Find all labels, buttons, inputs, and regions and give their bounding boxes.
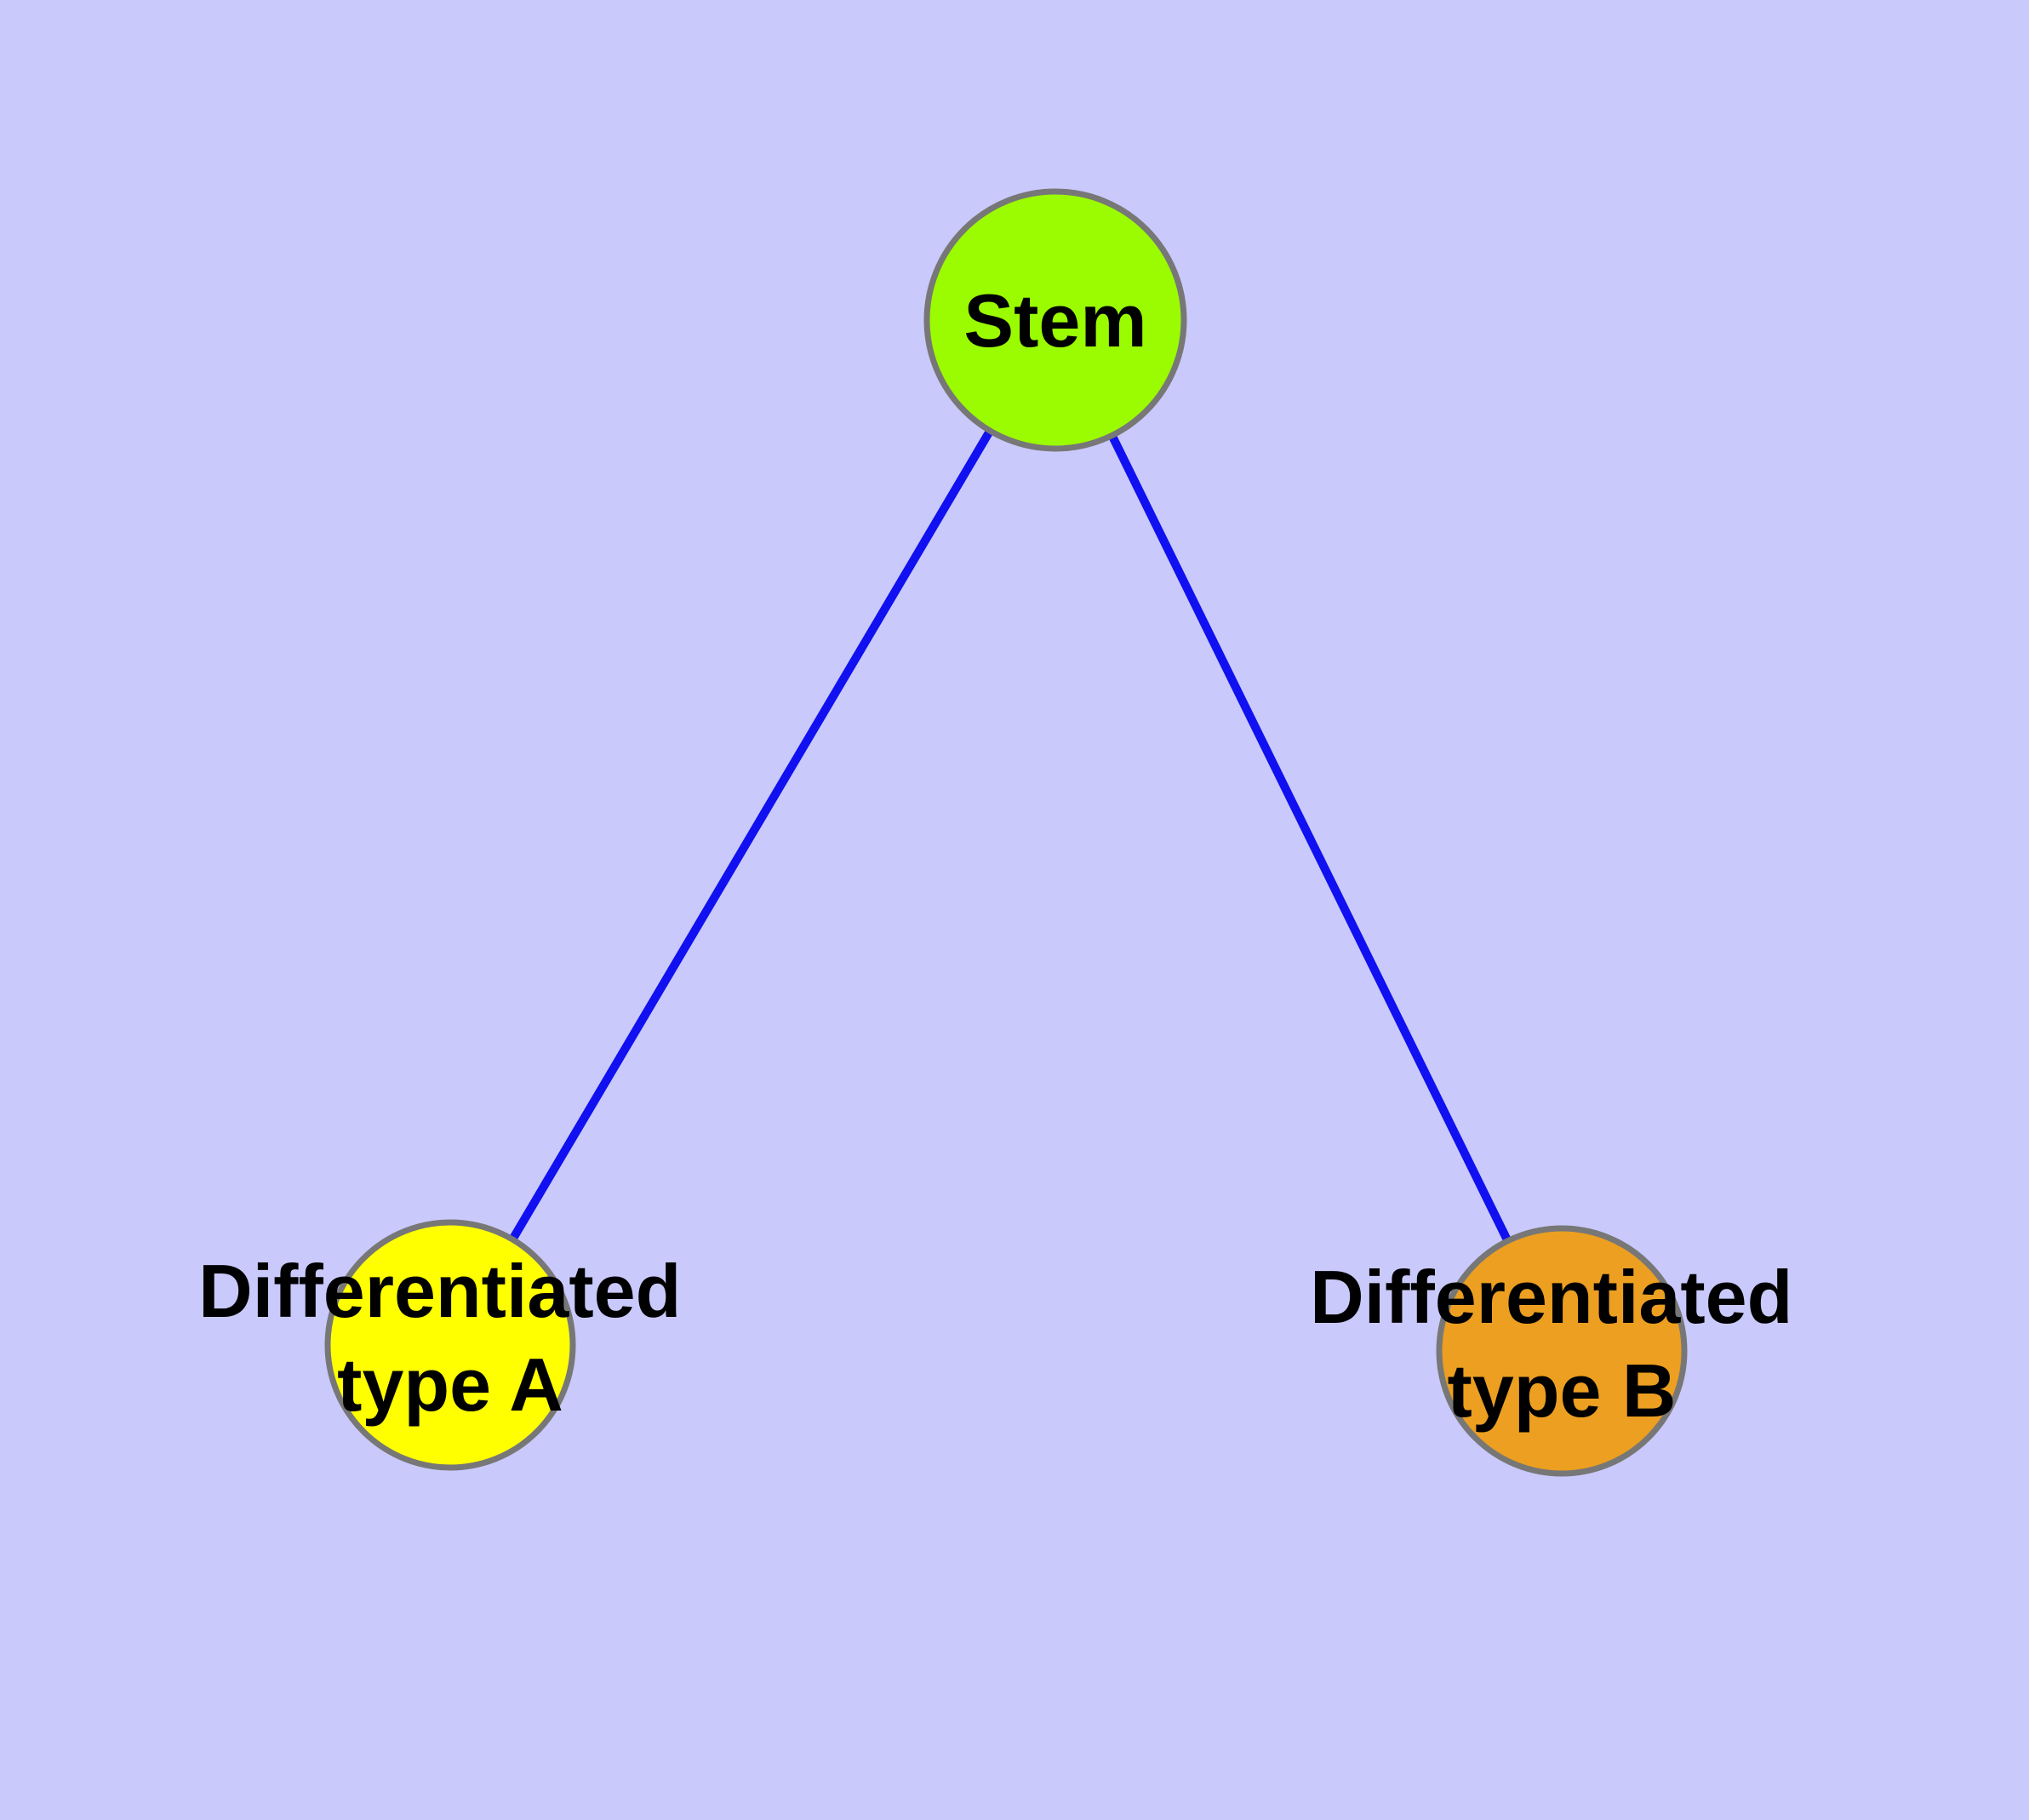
edge-stem-to-type-a [446,318,1060,1348]
node-stem[interactable]: Stem [923,188,1187,452]
node-type-a-label-line1: Differentiated [198,1249,681,1333]
node-type-b-label: Differentiated type B [1310,1255,1814,1433]
node-type-b-label-line1: Differentiated [1310,1255,1792,1339]
node-type-b-circle[interactable] [1436,1225,1688,1477]
node-differentiated-type-b[interactable]: Differentiated type B [1310,1225,1814,1477]
node-type-b-label-line2: type B [1448,1348,1677,1433]
node-type-a-label-line2: type A [337,1342,563,1427]
node-stem-circle[interactable] [923,188,1187,452]
edge-stem-to-type-b [1051,318,1566,1354]
node-type-a-label: Differentiated type A [198,1249,702,1427]
node-type-a-circle[interactable] [324,1219,576,1471]
node-differentiated-type-a[interactable]: Differentiated type A [198,1219,702,1471]
node-stem-label: Stem [963,278,1146,363]
